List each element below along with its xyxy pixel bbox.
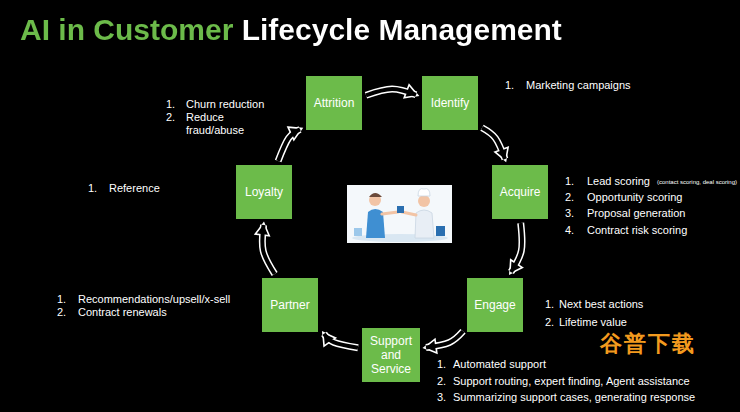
cycle-arrow	[262, 225, 274, 274]
arrow-hollow	[482, 128, 505, 159]
list-item: Reduce fraud/abuse	[186, 111, 258, 137]
list-number: 1.	[57, 293, 66, 306]
arrow-hollow	[262, 225, 274, 274]
list-item: Contract renewals	[78, 306, 167, 319]
arrow-outline	[366, 89, 416, 95]
arrow-outline	[482, 128, 505, 159]
cycle-arrow	[482, 128, 505, 159]
list-number: 2.	[437, 375, 446, 388]
list-item: Recommendations/upsell/x-sell	[78, 293, 230, 306]
arrow-outline	[278, 129, 300, 161]
cycle-arrow	[511, 223, 522, 272]
list-number: 2.	[545, 316, 554, 329]
list-number: 2.	[565, 191, 574, 204]
list-item: Contract risk scoring	[587, 224, 687, 237]
stage-label: Partner	[270, 298, 309, 312]
list-item: Automated support	[453, 358, 546, 371]
list-number: 2.	[57, 306, 66, 319]
people-illustration	[347, 185, 452, 243]
stage-box: Identify	[422, 76, 478, 130]
stage-label: Acquire	[500, 185, 541, 199]
cycle-arrow	[426, 331, 463, 347]
list-item: Opportunity scoring	[587, 191, 682, 204]
arrow-hollow	[366, 89, 416, 95]
stage-box: Partner	[262, 278, 318, 332]
list-number: 1.	[545, 298, 554, 311]
arrow-hollow	[426, 331, 463, 347]
list-item: Summarizing support cases, generating re…	[453, 391, 695, 404]
list-number: 1.	[88, 182, 97, 195]
arrow-outline	[511, 223, 522, 272]
stage-label: Engage	[474, 298, 515, 312]
list-number: 1.	[166, 98, 175, 111]
stage-box: Attrition	[306, 76, 362, 130]
cycle-arrow	[278, 129, 300, 161]
arrow-hollow	[324, 334, 358, 348]
list-number: 3.	[565, 207, 574, 220]
arrow-hollow	[278, 129, 300, 161]
list-number: 1.	[565, 175, 574, 188]
list-item: Lifetime value	[559, 316, 627, 329]
stage-label: Attrition	[314, 96, 355, 110]
arrow-outline	[324, 334, 358, 348]
arrow-outline	[262, 225, 274, 274]
stage-box: Engage	[467, 278, 523, 332]
stage-label: Loyalty	[245, 185, 283, 199]
list-item: Lead scoring	[587, 175, 650, 188]
stage-box: Acquire	[492, 165, 548, 219]
list-item: Proposal generation	[587, 207, 685, 220]
list-item: (contact scoring, deal scoring)	[657, 178, 737, 186]
stage-box: Loyalty	[236, 165, 292, 219]
page-title: AI in Customer Lifecycle Management	[20, 12, 562, 48]
list-number: 1.	[437, 358, 446, 371]
list-item: Marketing campaigns	[526, 79, 631, 92]
watermark: 谷普下载	[600, 331, 696, 357]
stage-box: Support and Service	[362, 328, 420, 382]
list-item: Next best actions	[559, 298, 643, 311]
arrow-outline	[426, 331, 463, 347]
stage-label: Support and Service	[365, 334, 417, 376]
list-number: 3.	[437, 391, 446, 404]
arrow-hollow	[511, 223, 522, 272]
list-number: 2.	[166, 111, 175, 124]
list-number: 1.	[505, 79, 514, 92]
cycle-arrow	[324, 334, 358, 348]
list-item: Support routing, expert finding, Agent a…	[453, 375, 690, 388]
stage-label: Identify	[431, 96, 470, 110]
list-number: 4.	[565, 224, 574, 237]
list-item: Churn reduction	[186, 98, 264, 111]
cycle-arrow	[366, 89, 416, 95]
list-item: Reference	[109, 182, 160, 195]
